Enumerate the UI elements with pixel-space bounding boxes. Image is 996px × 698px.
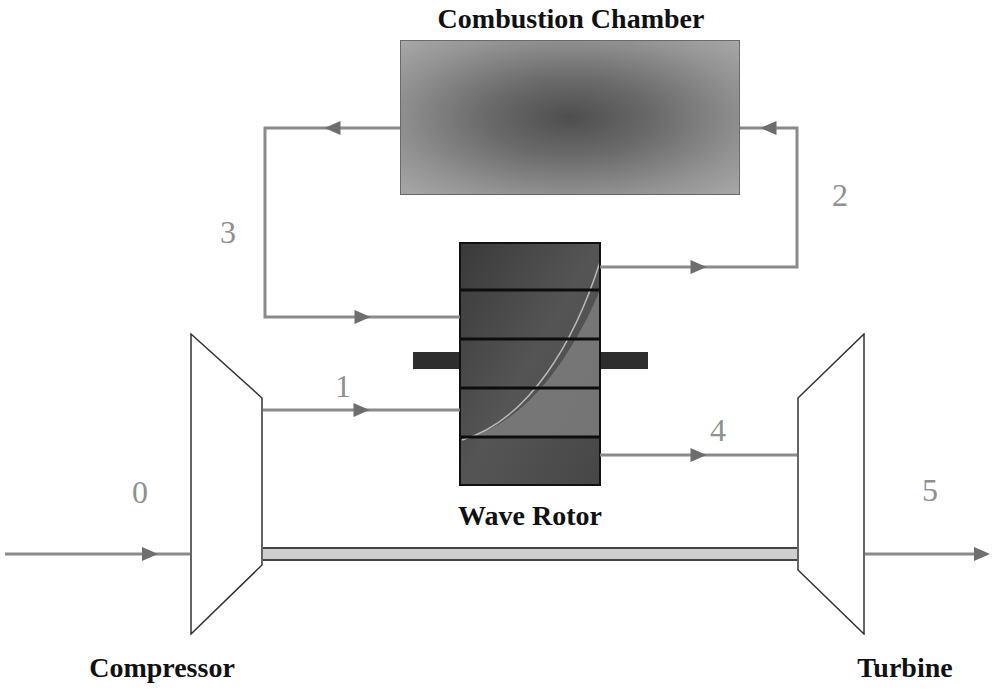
arrowhead [354, 403, 370, 417]
inlet-line [5, 553, 190, 556]
node-label: Compressor [89, 652, 235, 684]
outlet-arrowhead [974, 547, 990, 561]
wave-rotor: Wave Rotor [460, 243, 600, 485]
node-label: Turbine [857, 652, 952, 684]
compressor: Compressor [190, 333, 263, 635]
arrowhead [325, 121, 341, 135]
inlet-arrowhead [142, 547, 158, 561]
flow-line [600, 448, 797, 462]
rotor-outline [460, 243, 600, 485]
shaft [263, 554, 797, 555]
rotor-channel-walls [460, 290, 600, 437]
station-number: 5 [922, 474, 938, 506]
station-number: 4 [710, 414, 726, 446]
arrowhead [691, 448, 707, 462]
station-number: 3 [220, 216, 236, 248]
turbine-outline [797, 333, 865, 635]
shaft-body [263, 549, 797, 559]
turbine: Turbine [797, 333, 865, 635]
station-number: 0 [132, 476, 148, 508]
compressor-outline [190, 333, 263, 635]
shaft-outline [263, 547, 797, 561]
arrowhead [355, 310, 371, 324]
node-label: Combustion Chamber [438, 3, 705, 35]
station-number: 2 [832, 179, 848, 211]
outlet-line [865, 553, 978, 556]
combustion-chamber: Combustion Chamber [400, 40, 740, 195]
station-number: 1 [335, 370, 351, 402]
arrowhead [691, 260, 707, 274]
arrowhead [761, 121, 777, 135]
rotor-body [460, 243, 600, 485]
flow-line [263, 403, 460, 417]
node-label: Wave Rotor [458, 500, 602, 532]
